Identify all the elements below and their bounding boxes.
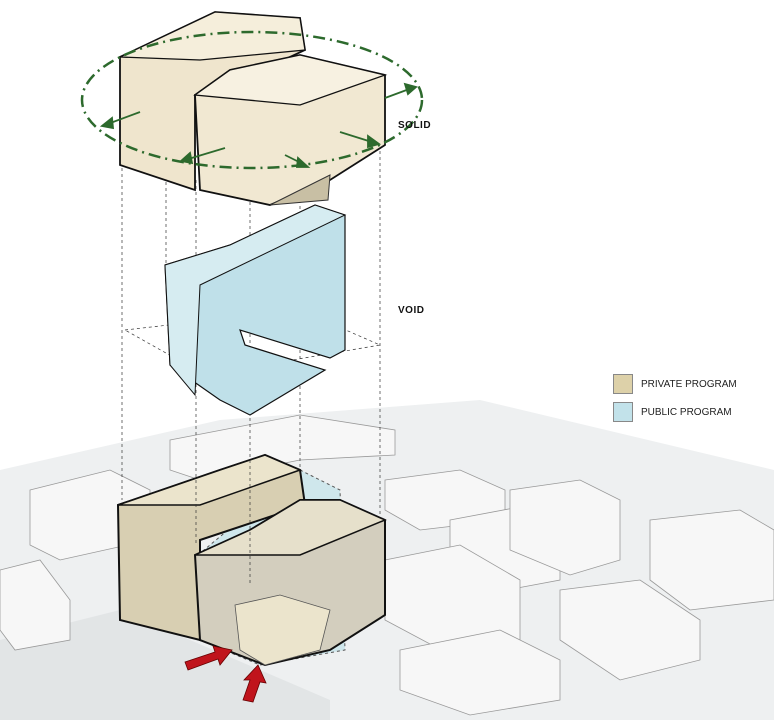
legend-label: PUBLIC PROGRAM xyxy=(641,406,732,418)
legend-label: PRIVATE PROGRAM xyxy=(641,378,737,390)
public-swatch xyxy=(613,402,633,422)
rotation-arrows xyxy=(99,82,418,168)
private-swatch xyxy=(613,374,633,394)
entry-arrows xyxy=(184,645,267,703)
legend-item-public: PUBLIC PROGRAM xyxy=(613,402,732,422)
void-label: VOID xyxy=(398,305,425,316)
rotation-ellipse xyxy=(80,30,424,170)
legend-item-private: PRIVATE PROGRAM xyxy=(613,374,737,394)
solid-label: SOLID xyxy=(398,120,432,131)
